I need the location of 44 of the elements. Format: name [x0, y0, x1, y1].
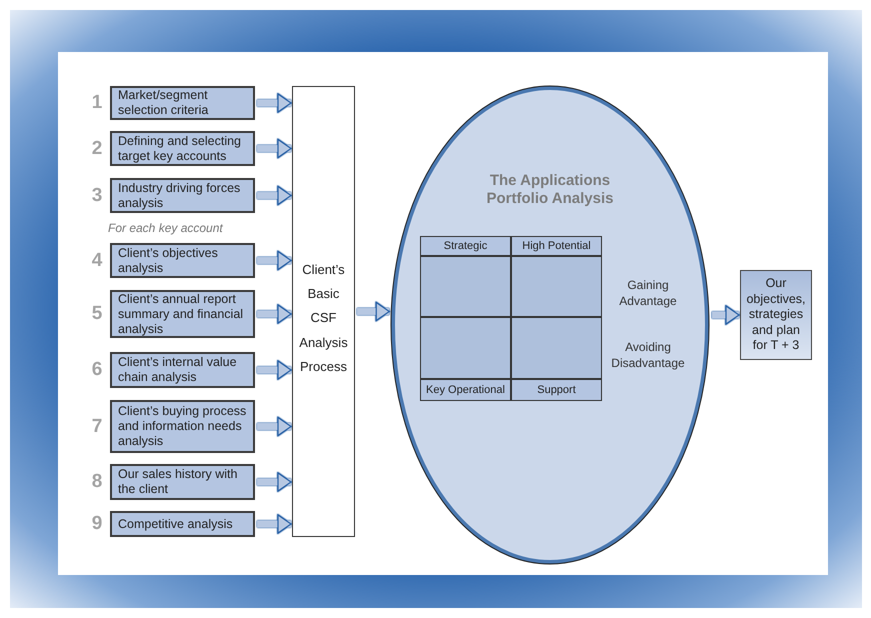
- block-arrow: [257, 186, 292, 206]
- process-box: Our sales history with the client: [110, 464, 255, 500]
- block-arrow: [257, 416, 292, 436]
- grid-header-cell: Support: [511, 379, 602, 401]
- grid-header-cell: Key Operational: [420, 379, 511, 401]
- process-box: Market/segment selection criteria: [110, 86, 255, 120]
- grid-cell: [420, 317, 511, 379]
- step-number: 4: [90, 250, 104, 272]
- block-arrow: [357, 302, 390, 322]
- grid-cell: [511, 256, 602, 317]
- process-box: Client’s internal value chain analysis: [110, 352, 255, 388]
- block-arrow: [257, 360, 292, 380]
- ellipse: [390, 85, 710, 565]
- output-box: Our objectives, strategies and plan for T + 3: [740, 270, 812, 360]
- process-box: Client’s annual report summary and financial analysis: [110, 290, 255, 338]
- process-box: Competitive analysis: [110, 511, 255, 537]
- block-arrow: [257, 138, 292, 158]
- block-arrow: [257, 93, 292, 113]
- step-number: 9: [90, 513, 104, 535]
- step-number: 6: [90, 359, 104, 381]
- axis-label: Gaining Advantage: [618, 278, 678, 310]
- process-box: Defining and selecting target key accounts: [110, 131, 255, 166]
- block-arrow: [257, 304, 292, 324]
- block-arrow: [257, 250, 292, 270]
- step-number: 3: [90, 184, 104, 206]
- step-number: 1: [90, 92, 104, 114]
- step-number: 5: [90, 303, 104, 325]
- process-box: Client’s objectives analysis: [110, 243, 255, 278]
- block-arrow: [257, 472, 292, 492]
- note-text: For each key account: [108, 221, 224, 237]
- block-arrow: [712, 305, 740, 325]
- grid-cell: [511, 317, 602, 379]
- grid-header-cell: Strategic: [420, 236, 511, 256]
- block-arrow: [257, 514, 292, 534]
- grid-header-cell: High Potential: [511, 236, 602, 256]
- axis-label: Avoiding Disadvantage: [610, 340, 686, 372]
- process-box: Client’s buying process and information needs analysis: [110, 400, 255, 453]
- grid-cell: [420, 256, 511, 317]
- step-number: 7: [90, 416, 104, 438]
- process-box: Industry driving forces analysis: [110, 178, 255, 213]
- step-number: 2: [90, 138, 104, 160]
- step-number: 8: [90, 471, 104, 493]
- process-box: Client’s Basic CSF Analysis Process: [292, 86, 355, 537]
- ellipse-title: The Applications Portfolio Analysis: [486, 172, 614, 208]
